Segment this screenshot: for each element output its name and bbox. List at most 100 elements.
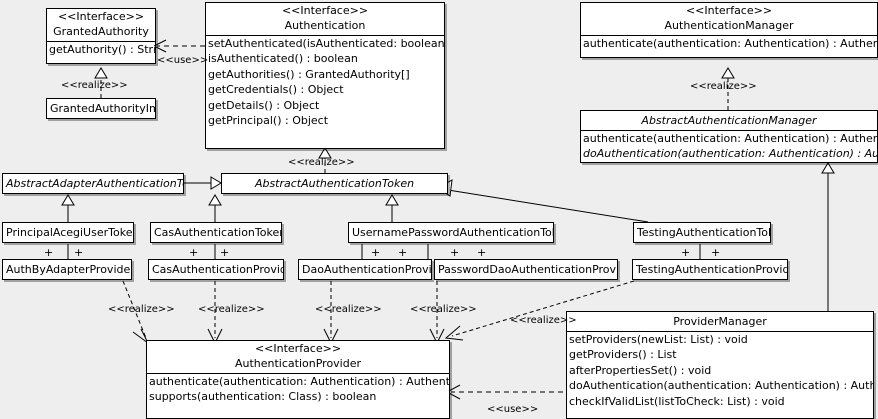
class-name-label: PasswordDaoAuthenticationProvider: [438, 263, 618, 276]
edge-generalize-abstract-adapter-authentication-token: [184, 176, 222, 190]
class-cas-authentication-token[interactable]: CasAuthenticationToken: [150, 222, 282, 243]
class-authentication-header: <<Interface>> Authentication: [206, 3, 444, 35]
edge-label-realize-testing-authentication-provider: <<realize>>: [510, 315, 577, 326]
class-abstract-authentication-token[interactable]: AbstractAuthenticationToken: [221, 173, 448, 194]
operation-get-credentials: getCredentials() : Object: [208, 83, 344, 97]
class-provider-manager-header: ProviderManager: [567, 312, 873, 331]
class-name-label: TestingAuthenticationToken: [637, 226, 770, 239]
multiplicity-username-password-token-1: +: [371, 246, 381, 259]
class-username-password-authentication-token[interactable]: UsernamePasswordAuthenticationToken: [348, 222, 554, 243]
edge-label-realize-granted-authority-impl: <<realize>>: [61, 80, 128, 91]
operation-authenticate: authenticate(authentication: Authenticat…: [149, 375, 450, 388]
edge-label-use-provider-manager-authentication-provider: <<use>>: [487, 404, 539, 415]
compartment-divider: [47, 41, 155, 42]
compartment-divider: [147, 373, 449, 374]
operation-get-details: getDetails() : Object: [208, 98, 320, 112]
operation-authenticate: authenticate(authentication: Authenticat…: [583, 132, 877, 145]
class-granted-authority-impl[interactable]: GrantedAuthorityImpl: [46, 98, 156, 119]
class-name-label: AbstractAuthenticationToken: [254, 177, 415, 190]
class-name-label: ProviderManager: [673, 315, 767, 328]
multiplicity-cas-authentication-token-right: +: [220, 246, 230, 259]
class-name-label: DaoAuthenticationProvider: [302, 263, 432, 276]
multiplicity-testing-authentication-token-right: +: [711, 246, 721, 259]
stereotype-label: <<Interface>>: [254, 342, 342, 355]
edge-label-realize-abstract-authentication-token: <<realize>>: [288, 157, 355, 168]
class-name-label: CasAuthenticationProvider: [152, 263, 284, 276]
class-authentication[interactable]: <<Interface>> Authentication setAuthenti…: [205, 2, 445, 149]
class-testing-authentication-provider[interactable]: TestingAuthenticationProvider: [632, 259, 788, 280]
stereotype-label: <<Interface>>: [281, 4, 369, 17]
compartment-divider: [206, 35, 444, 36]
edge-label-realize-password-dao-authentication-provider: <<realize>>: [410, 304, 477, 315]
operation-after-properties-set: afterPropertiesSet() : void: [569, 363, 712, 377]
stereotype-label: <<Interface>>: [685, 4, 773, 17]
class-authentication-operations: setAuthenticated(isAuthenticated: boolea…: [206, 36, 444, 129]
class-granted-authority-header: <<Interface>> GrantedAuthority: [47, 9, 155, 41]
class-authentication-manager[interactable]: <<Interface>> AuthenticationManager auth…: [580, 2, 878, 58]
edge-generalize-principal-acegi-user-token: [61, 194, 75, 222]
class-dao-authentication-provider[interactable]: DaoAuthenticationProvider: [298, 259, 432, 280]
class-name-label: Authentication: [284, 19, 366, 32]
multiplicity-username-password-token-4: +: [477, 246, 487, 259]
operation-set-providers: setProviders(newList: List) : void: [569, 333, 748, 346]
compartment-divider: [581, 130, 877, 131]
class-name-label: PrincipalAcegiUserToken: [6, 226, 134, 239]
class-name-label: AbstractAuthenticationManager: [641, 114, 817, 127]
edge-label-realize-cas-authentication-provider: <<realize>>: [198, 304, 265, 315]
class-password-dao-authentication-provider[interactable]: PasswordDaoAuthenticationProvider: [434, 259, 618, 280]
edge-use-authentication-granted-authority: [152, 39, 205, 53]
edge-generalize-testing-authentication-token: [437, 179, 649, 223]
multiplicity-username-password-token-2: +: [398, 246, 408, 259]
class-authentication-provider[interactable]: <<Interface>> AuthenticationProvider aut…: [146, 340, 450, 419]
class-name-label: GrantedAuthority: [53, 25, 149, 38]
operation-get-authority: getAuthority() : String: [49, 43, 156, 56]
class-abstract-authentication-manager-operations: authenticate(authentication: Authenticat…: [581, 131, 877, 162]
edge-label-realize-dao-authentication-provider: <<realize>>: [315, 304, 382, 315]
class-name-label: TestingAuthenticationProvider: [636, 263, 788, 276]
class-name-label: AbstractAdapterAuthenticationToken: [6, 177, 183, 190]
operation-get-authorities: getAuthorities() : GrantedAuthority[]: [208, 67, 410, 81]
class-authentication-provider-operations: authenticate(authentication: Authenticat…: [147, 374, 449, 406]
class-abstract-authentication-manager[interactable]: AbstractAuthenticationManager authentica…: [580, 110, 878, 163]
class-abstract-adapter-authentication-token[interactable]: AbstractAdapterAuthenticationToken: [2, 173, 184, 194]
compartment-divider: [581, 35, 877, 36]
operation-check-if-valid-list: checkIfValidList(listToCheck: List) : vo…: [569, 394, 785, 408]
class-auth-by-adapter-provider[interactable]: AuthByAdapterProvider: [2, 259, 132, 280]
class-provider-manager-operations: setProviders(newList: List) : void getPr…: [567, 332, 873, 410]
multiplicity-principal-acegi-user-token-left: +: [44, 246, 54, 259]
class-granted-authority[interactable]: <<Interface>> GrantedAuthority getAuthor…: [46, 8, 156, 64]
class-authentication-manager-operations: authenticate(authentication: Authenticat…: [581, 36, 877, 52]
class-name-label: CasAuthenticationToken: [154, 226, 282, 239]
operation-is-authenticated: isAuthenticated() : boolean: [208, 52, 358, 66]
operation-get-principal: getPrincipal() : Object: [208, 114, 329, 128]
stereotype-label: <<Interface>>: [57, 10, 145, 23]
operation-do-authentication: doAuthentication(authentication: Authent…: [583, 147, 877, 161]
multiplicity-username-password-token-3: +: [450, 246, 460, 259]
operation-do-authentication: doAuthentication(authentication: Authent…: [569, 379, 873, 393]
class-name-label: AuthenticationProvider: [234, 357, 362, 370]
class-name-label: UsernamePasswordAuthenticationToken: [352, 226, 554, 239]
multiplicity-testing-authentication-token-left: +: [681, 246, 691, 259]
operation-set-authenticated: setAuthenticated(isAuthenticated: boolea…: [208, 37, 445, 50]
edge-label-realize-auth-by-adapter-provider: <<realize>>: [108, 304, 175, 315]
edge-generalize-cas-authentication-token: [208, 194, 222, 222]
edge-label-realize-abstract-authentication-manager: <<realize>>: [690, 81, 757, 92]
edge-generalize-username-password-authentication-token: [385, 194, 399, 222]
operation-authenticate: authenticate(authentication: Authenticat…: [583, 37, 877, 50]
class-provider-manager[interactable]: ProviderManager setProviders(newList: Li…: [566, 311, 874, 419]
class-cas-authentication-provider[interactable]: CasAuthenticationProvider: [148, 259, 284, 280]
edge-generalize-provider-manager: [821, 162, 835, 311]
multiplicity-principal-acegi-user-token-right: +: [74, 246, 84, 259]
class-principal-acegi-user-token[interactable]: PrincipalAcegiUserToken: [2, 222, 134, 243]
edge-label-use-authentication-granted-authority: <<use>>: [157, 55, 209, 66]
class-authentication-provider-header: <<Interface>> AuthenticationProvider: [147, 341, 449, 373]
class-name-label: AuthByAdapterProvider: [6, 263, 132, 276]
class-name-label: AuthenticationManager: [664, 19, 794, 32]
operation-get-providers: getProviders() : List: [569, 348, 677, 362]
operation-supports: supports(authentication: Class) : boolea…: [149, 390, 377, 404]
compartment-divider: [567, 331, 873, 332]
class-granted-authority-operations: getAuthority() : String: [47, 42, 155, 58]
class-testing-authentication-token[interactable]: TestingAuthenticationToken: [633, 222, 771, 243]
multiplicity-cas-authentication-token-left: +: [189, 246, 199, 259]
